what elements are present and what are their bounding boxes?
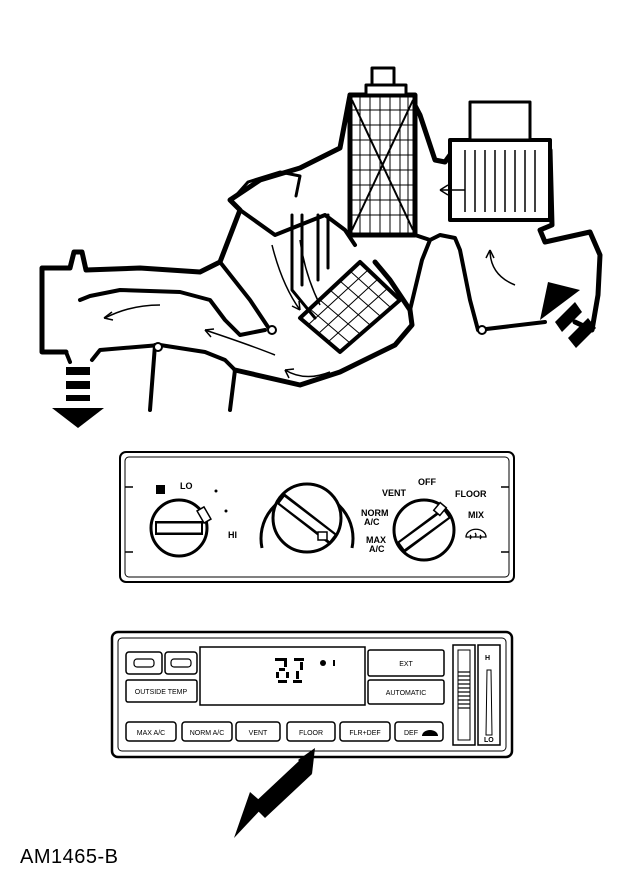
duct-assembly [39, 66, 603, 412]
pointer-arrow-icon [234, 748, 315, 838]
temp-up-slot [170, 658, 192, 668]
heater-core-grid [307, 269, 391, 344]
temperature-knob[interactable] [259, 482, 355, 554]
mode-floor-label: FLOOR [455, 489, 487, 499]
airflow-arrows [103, 184, 516, 379]
outside-temp-button[interactable] [125, 679, 198, 703]
flr-def-button-label: FLR+DEF [349, 730, 380, 737]
automatic-label: AUTOMATIC [386, 690, 427, 697]
mode-vent-label: VENT [382, 488, 407, 498]
defrost-icon [465, 528, 487, 540]
def-button-label: DEF [404, 730, 418, 737]
outlet-arrow-icon [52, 367, 104, 428]
mode-button-row: MAX A/C NORM A/C VENT FLOOR FLR+DEF DEF [125, 721, 444, 742]
blower-speed-knob[interactable] [149, 485, 228, 558]
inlet-arrow-icon [540, 282, 596, 348]
norm-ac-button-label: NORM A/C [190, 730, 225, 737]
automatic-button[interactable] [367, 679, 445, 705]
max-ac-button-label: MAX A/C [137, 730, 165, 737]
ext-button[interactable] [367, 649, 445, 677]
def-button[interactable] [394, 721, 444, 742]
flr-def-button[interactable] [339, 721, 391, 742]
mode-norm-ac-line1: NORM [361, 508, 389, 518]
mode-norm-ac-label: NORM A/C [361, 508, 391, 527]
temp-down-slot [133, 658, 155, 668]
max-ac-button[interactable] [125, 721, 177, 742]
blower-lo-label: LO [180, 481, 193, 491]
floor-button-label: FLOOR [299, 730, 323, 737]
fan-slider[interactable] [452, 644, 501, 746]
mode-off-label: OFF [418, 477, 436, 487]
figure-code: AM1465-B [20, 846, 119, 868]
mode-knob[interactable] [392, 498, 456, 562]
slider-bottom-label: LO [484, 737, 494, 744]
mode-max-ac-line2: A/C [369, 544, 385, 554]
temperature-display-digits [275, 658, 335, 683]
evaporator-core-grid [350, 95, 415, 235]
vent-button[interactable] [235, 721, 281, 742]
vent-button-label: VENT [249, 730, 268, 737]
mode-max-ac-line1: MAX [366, 535, 386, 545]
norm-ac-button[interactable] [181, 721, 233, 742]
mode-mix-label: MIX [468, 510, 484, 520]
outside-temp-label: OUTSIDE TEMP [135, 689, 188, 696]
def-button-icon [422, 730, 438, 736]
blower-fins [464, 150, 536, 212]
mode-max-ac-label: MAX A/C [366, 535, 389, 554]
floor-button[interactable] [286, 721, 336, 742]
slider-top-label: H [485, 655, 490, 662]
mode-norm-ac-line2: A/C [364, 517, 380, 527]
ext-label: EXT [399, 661, 413, 668]
blower-hi-label: HI [228, 530, 237, 540]
